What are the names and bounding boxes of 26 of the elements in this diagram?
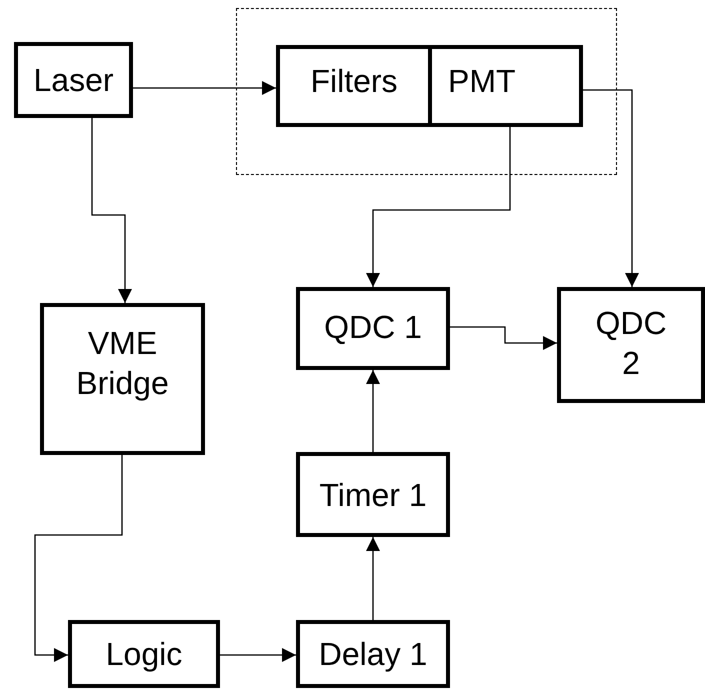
arrow	[34, 455, 123, 662]
process-box	[296, 287, 450, 370]
box-label: PMT	[448, 62, 516, 101]
box-label: Filters	[310, 62, 398, 101]
box-label: QDC 2	[594, 304, 668, 383]
box-label: QDC 1	[324, 308, 422, 347]
box-label: Laser	[33, 61, 114, 100]
arrow	[91, 118, 132, 303]
dashed-group-box	[236, 8, 617, 175]
process-box	[296, 620, 450, 688]
arrow	[583, 89, 639, 287]
box-label: VME Bridge	[75, 324, 170, 403]
arrow	[450, 326, 557, 350]
arrow	[220, 648, 296, 662]
arrow	[366, 127, 511, 287]
process-box	[557, 287, 705, 403]
process-box	[296, 452, 450, 537]
arrow	[366, 537, 380, 620]
box-label: Delay 1	[318, 635, 428, 674]
box-label: Timer 1	[319, 476, 427, 514]
arrow	[366, 370, 380, 452]
box-label: Logic	[106, 635, 182, 674]
process-box	[68, 620, 220, 688]
process-box	[40, 303, 205, 455]
arrow	[133, 81, 276, 95]
process-box	[14, 42, 133, 118]
